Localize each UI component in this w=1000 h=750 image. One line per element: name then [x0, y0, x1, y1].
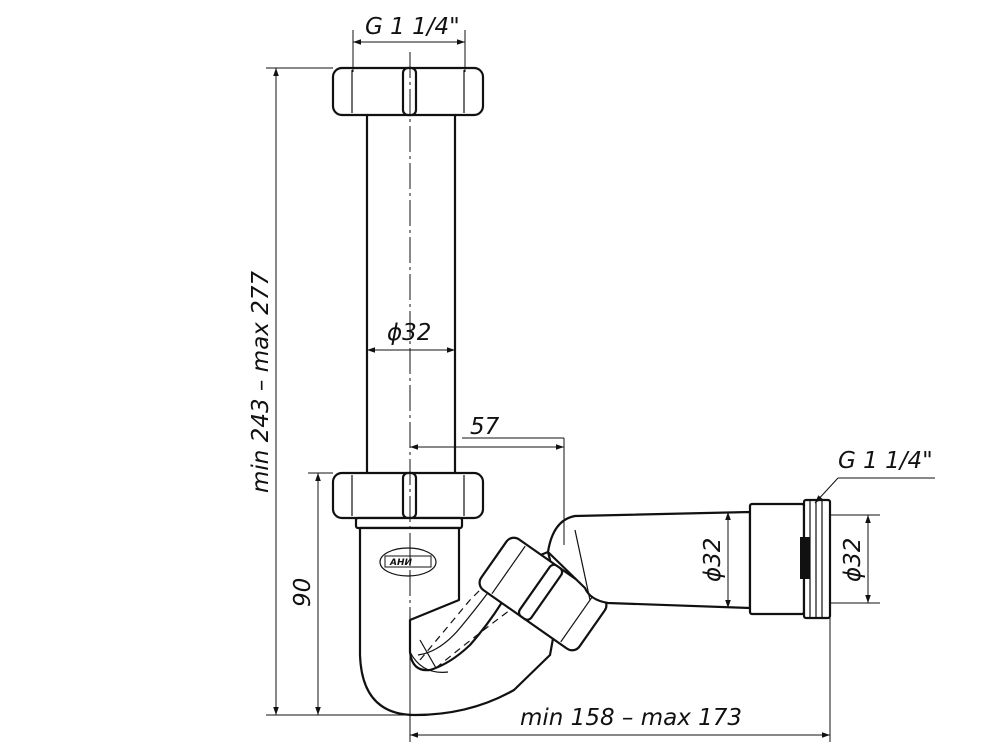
thread-diameter-dimension: ϕ32: [830, 514, 880, 604]
lower-nut: [331, 471, 485, 530]
side-thread-leader: G 1 1/4": [814, 448, 935, 504]
vertical-pipe: [365, 113, 457, 475]
logo-text: АНИ: [389, 558, 412, 568]
threaded-end: [748, 498, 832, 620]
side-thread-label: G 1 1/4": [838, 448, 933, 474]
height-range-label: min 243 – max 277: [248, 271, 274, 493]
outlet-thread-diameter-label: ϕ32: [840, 538, 866, 582]
top-thread-label: G 1 1/4": [365, 14, 460, 40]
trap-height-dimension: 90: [290, 472, 333, 715]
top-nut: [331, 66, 485, 117]
vertical-pipe-diameter-dimension: ϕ32: [367, 320, 455, 353]
angled-nut: [478, 536, 608, 652]
offset-label: 57: [470, 414, 500, 440]
brand-logo: АНИ: [379, 547, 437, 577]
vertical-pipe-diameter-label: ϕ32: [387, 320, 431, 346]
width-dimension: min 158 – max 173: [409, 618, 831, 742]
outlet-diameter-dimension: ϕ32: [700, 512, 731, 608]
width-range-label: min 158 – max 173: [520, 705, 742, 731]
height-dimension: min 243 – max 277: [248, 67, 415, 716]
outlet-pipe-diameter-label: ϕ32: [700, 538, 726, 582]
top-thread-dimension: G 1 1/4": [352, 14, 466, 72]
offset-dimension: 57: [410, 414, 565, 545]
trap-height-label: 90: [290, 578, 316, 607]
